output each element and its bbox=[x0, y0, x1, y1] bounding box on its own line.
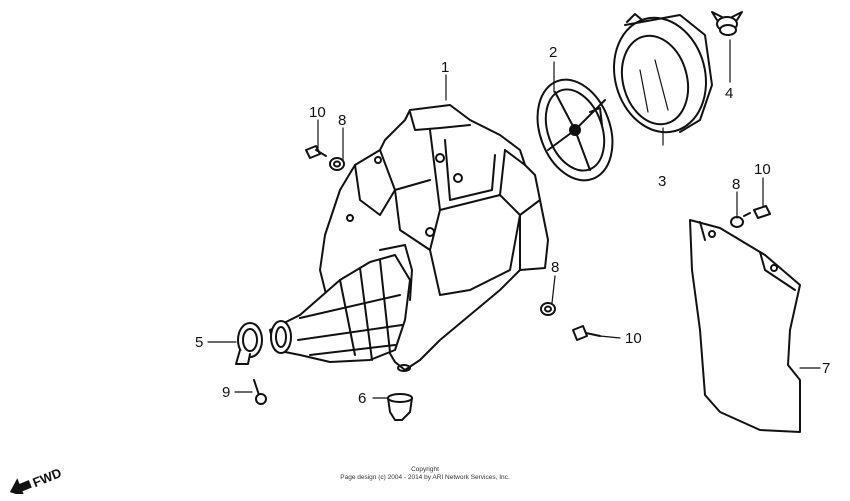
wing-nut bbox=[711, 11, 743, 36]
screw-9 bbox=[253, 379, 267, 405]
leader-lines bbox=[207, 39, 821, 399]
callout-6: 6 bbox=[358, 390, 366, 407]
bolt-10-right bbox=[743, 205, 771, 219]
callout-1: 1 bbox=[441, 59, 449, 76]
hose-clamp bbox=[235, 322, 263, 365]
callout-3: 3 bbox=[658, 173, 666, 190]
callout-8-center: 8 bbox=[551, 259, 559, 276]
drain-plug bbox=[387, 364, 413, 421]
copyright-line-2: Page design (c) 2004 - 2014 by ARI Netwo… bbox=[340, 474, 510, 481]
callout-10-left: 10 bbox=[309, 104, 326, 121]
bolt-10-center bbox=[572, 325, 601, 341]
intake-duct bbox=[269, 244, 413, 363]
washer-8-center bbox=[540, 302, 556, 316]
fwd-arrow-icon bbox=[9, 478, 32, 494]
callout-8-left: 8 bbox=[338, 112, 346, 129]
copyright-line-1: Copyright bbox=[411, 466, 439, 473]
callout-7: 7 bbox=[822, 360, 830, 377]
callout-4: 4 bbox=[725, 85, 733, 102]
callout-9: 9 bbox=[222, 384, 230, 401]
callout-2: 2 bbox=[549, 44, 557, 61]
callout-5: 5 bbox=[195, 334, 203, 351]
callout-10-center: 10 bbox=[625, 330, 642, 347]
filter-element-frame bbox=[536, 78, 614, 182]
bolt-10-left bbox=[305, 145, 327, 159]
copyright-notice: Copyright Page design (c) 2004 - 2014 by… bbox=[0, 466, 850, 482]
side-cover bbox=[689, 219, 801, 433]
callout-10-right: 10 bbox=[754, 161, 771, 178]
callout-8-right: 8 bbox=[732, 176, 740, 193]
washer-8-left bbox=[329, 157, 345, 171]
air-filter bbox=[613, 13, 713, 134]
fwd-arrow: FWD bbox=[9, 465, 64, 494]
